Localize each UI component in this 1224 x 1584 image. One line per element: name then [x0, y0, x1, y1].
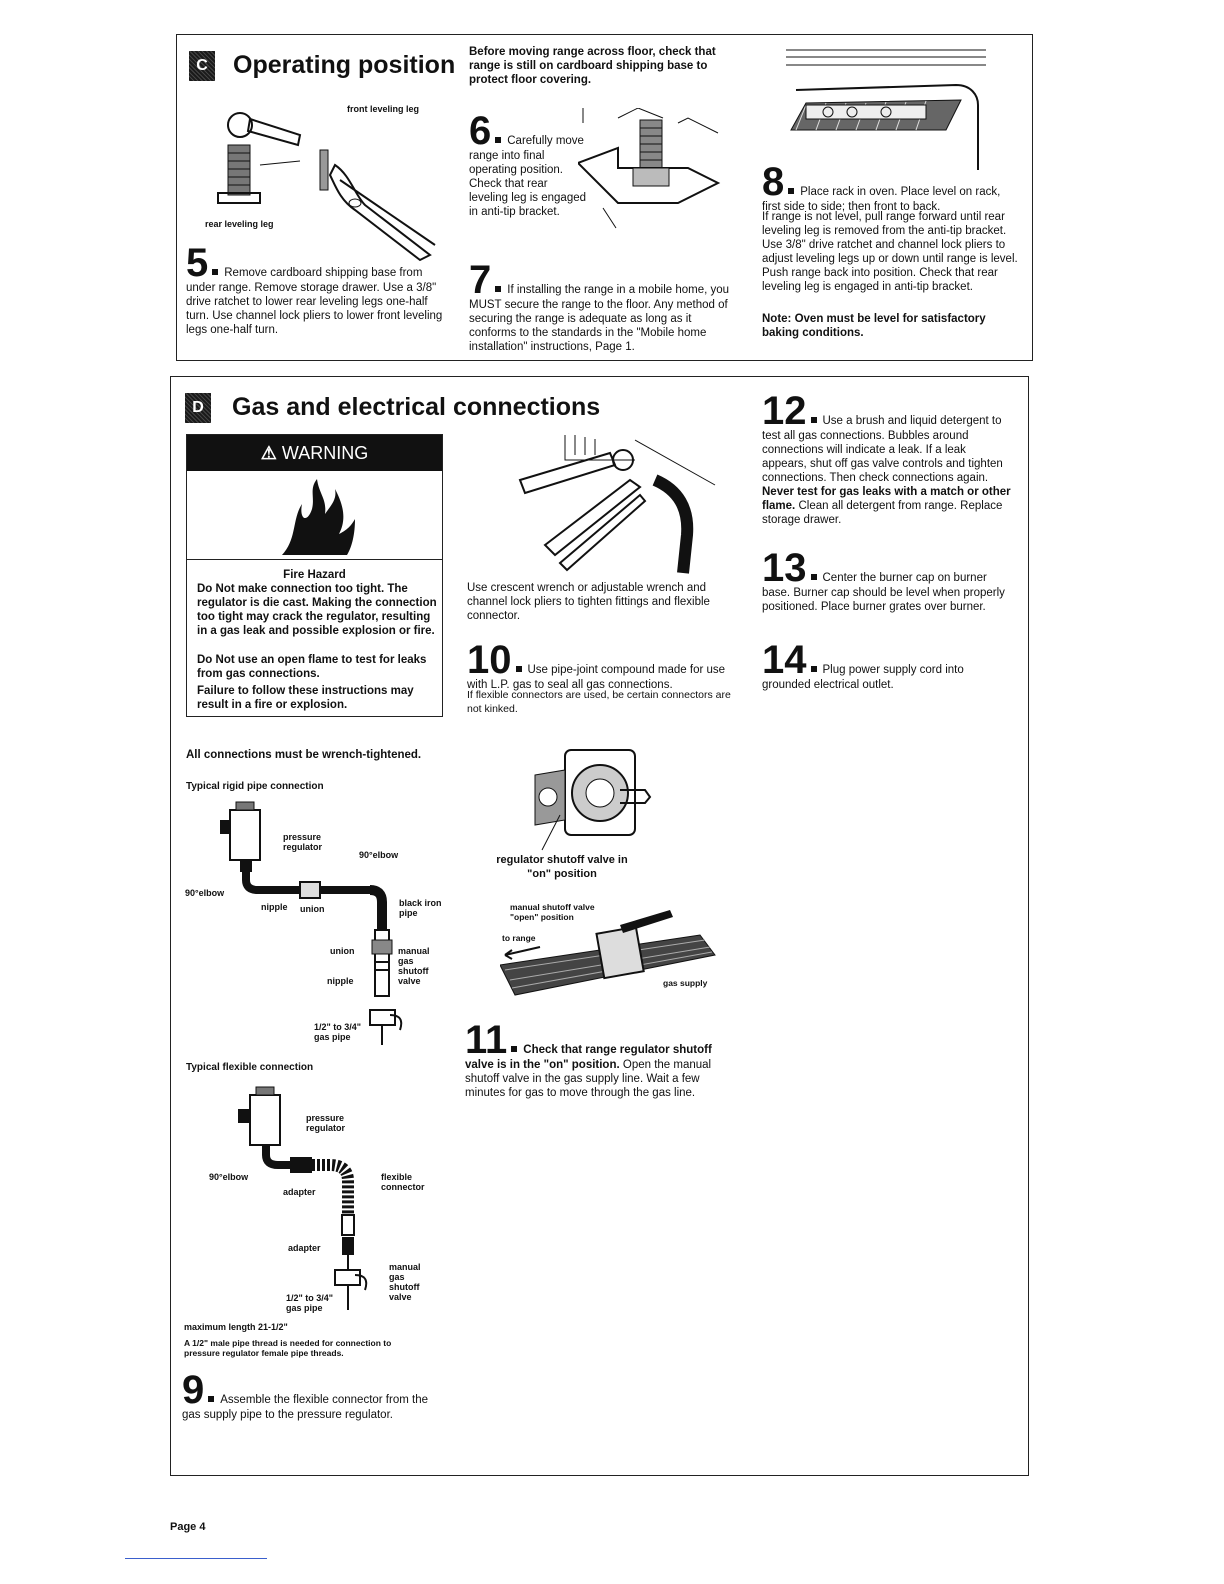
- hazard-paragraph-3: Failure to follow these instructions may…: [197, 685, 414, 711]
- step-7-number: 7: [469, 258, 492, 302]
- step-8-text: Place rack in oven. Place level on rack,…: [762, 186, 1001, 213]
- flex-adapter-2-label: adapter: [288, 1243, 321, 1253]
- all-connections-note: All connections must be wrench-tightened…: [186, 749, 422, 761]
- hazard-paragraph-1: Do Not make connection too tight. The re…: [197, 583, 437, 637]
- fire-hazard-icon: [282, 479, 355, 555]
- flex-manual-valve-label: manual gas shutoff valve: [389, 1262, 421, 1302]
- rigid-manual-valve-label: manual gas shutoff valve: [398, 946, 430, 986]
- section-d-title: Gas and electrical connections: [232, 393, 601, 421]
- flex-flexible-connector-label: flexible connector: [381, 1172, 425, 1192]
- step-12-number: 12: [762, 389, 807, 433]
- rigid-pipe-diagram: [220, 801, 403, 1045]
- flex-gas-pipe-label: 1/2" to 3/4" gas pipe: [286, 1293, 334, 1313]
- step-6-intro: Before moving range across floor, check …: [469, 46, 716, 86]
- flexible-connection-title: Typical flexible connection: [186, 1062, 314, 1073]
- step-11-bold: Check that range regulator shutoff valve…: [465, 1044, 712, 1071]
- manual-shutoff-label: manual shutoff valve "open" position: [510, 902, 595, 922]
- front-leveling-leg-label: front leveling leg: [347, 104, 420, 114]
- section-c-box: [176, 34, 1033, 361]
- warning-triangle-icon: ⚠: [260, 443, 277, 463]
- rigid-nipple-label: nipple: [261, 902, 288, 912]
- male-thread-note: A 1/2" male pipe thread is needed for co…: [184, 1338, 392, 1358]
- step-8-text-2: If range is not level, pull range forwar…: [762, 211, 1018, 293]
- rigid-elbow-top-label: 90°elbow: [359, 850, 399, 860]
- section-d-badge: D: [185, 393, 211, 423]
- rigid-union-2-label: union: [330, 946, 355, 956]
- step-13-number: 13: [762, 546, 807, 590]
- oven-rack-level-illustration: [786, 49, 986, 170]
- section-c-badge: C: [189, 51, 215, 81]
- wrench-caption: Use crescent wrench or adjustable wrench…: [467, 582, 710, 622]
- step-10-number: 10: [467, 638, 512, 682]
- step-5-text: Remove cardboard shipping base from unde…: [186, 267, 443, 336]
- flexible-connection-diagram: [238, 1086, 368, 1310]
- warning-divider: [187, 559, 442, 560]
- step-13-text: Center the burner cap on burner base. Bu…: [762, 572, 1005, 613]
- rigid-nipple-2-label: nipple: [327, 976, 354, 986]
- rigid-gas-pipe-label: 1/2" to 3/4" gas pipe: [314, 1022, 362, 1042]
- section-c-title: Operating position: [233, 51, 456, 79]
- step-8-note: Note: Oven must be level for satisfactor…: [762, 313, 986, 339]
- step-12-text: Use a brush and liquid detergent to test…: [762, 415, 1003, 484]
- leveling-legs-illustration: [217, 112, 436, 262]
- flex-pressure-regulator-label: pressure regulator: [306, 1113, 346, 1133]
- page-number: Page 4: [170, 1521, 206, 1533]
- rigid-union-label: union: [300, 904, 325, 914]
- step-12-bold: Never test for gas leaks with a match or…: [762, 486, 1011, 512]
- step-9-number: 9: [182, 1368, 205, 1412]
- step-6-text: Carefully move range into final operatin…: [469, 135, 587, 218]
- step-10-text: Use pipe-joint compound made for use wit…: [467, 664, 726, 691]
- footer-rule: [125, 1558, 267, 1559]
- rigid-connection-title: Typical rigid pipe connection: [186, 781, 324, 792]
- step-10-text-2: If flexible connectors are used, be cert…: [467, 689, 731, 715]
- step-11-text: Open the manual shutoff valve in the gas…: [465, 1059, 712, 1099]
- step-6-number: 6: [469, 109, 492, 153]
- manual-shutoff-valve-illustration: [500, 910, 716, 996]
- hazard-title: Fire Hazard: [283, 569, 346, 581]
- step-14-text: Plug power supply cord into grounded ele…: [762, 664, 964, 691]
- warning-box: ⚠ WARNING Fire Hazard Do Not make connec…: [186, 434, 443, 717]
- regulator-caption: regulator shutoff valve in "on" position: [496, 854, 628, 880]
- rigid-elbow-left-label: 90°elbow: [185, 888, 225, 898]
- step-7-text: If installing the range in a mobile home…: [469, 284, 730, 353]
- rigid-pressure-regulator-label: pressure regulator: [283, 832, 323, 852]
- step-8-number: 8: [762, 160, 785, 204]
- step-14-number: 14: [762, 638, 807, 682]
- wrench-pliers-illustration: [518, 435, 716, 574]
- flex-elbow-label: 90°elbow: [209, 1172, 249, 1182]
- step-12-text-2: Clean all detergent from range. Replace …: [762, 500, 1003, 526]
- step-9-text: Assemble the flexible connector from the…: [182, 1394, 428, 1421]
- warning-title: WARNING: [281, 443, 369, 463]
- regulator-valve-illustration: [534, 749, 652, 851]
- step-5-number: 5: [186, 241, 209, 285]
- to-range-label: to range: [502, 933, 536, 943]
- anti-tip-bracket-illustration: [578, 108, 721, 229]
- warning-header: ⚠ WARNING: [187, 435, 442, 471]
- gas-supply-label: gas supply: [663, 978, 708, 988]
- rear-leveling-leg-label: rear leveling leg: [205, 219, 274, 229]
- hazard-paragraph-2: Do Not use an open flame to test for lea…: [197, 654, 427, 680]
- rigid-black-iron-pipe-label: black iron pipe: [399, 898, 442, 918]
- section-d-box: [170, 376, 1029, 1476]
- step-11-number: 11: [465, 1018, 508, 1062]
- max-length-note: maximum length 21-1/2": [184, 1322, 288, 1332]
- flex-adapter-label: adapter: [283, 1187, 316, 1197]
